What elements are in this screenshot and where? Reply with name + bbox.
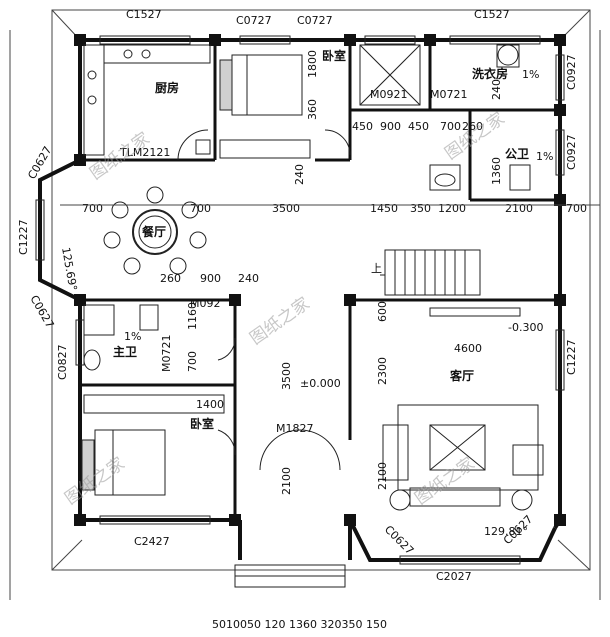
door-label-stair-2: M0721: [430, 88, 468, 101]
dim-a: 900: [380, 120, 401, 133]
staircase-main: [380, 249, 481, 296]
dining-table: [103, 186, 207, 275]
structural-columns: [74, 34, 566, 526]
dim-row-7: 2100: [505, 202, 533, 215]
room-living: 客厅: [449, 368, 474, 383]
dim-b: 450: [408, 120, 429, 133]
door-label-kitchen: TLM2121: [119, 146, 170, 159]
dim-q: 900: [200, 272, 221, 285]
level-living: -0.300: [508, 321, 543, 334]
dim-row-6: 1200: [438, 202, 466, 215]
level-entry: ±0.000: [300, 377, 341, 390]
dim-v: 700: [186, 351, 199, 372]
dim-row-4: 1450: [370, 202, 398, 215]
dim-k: 3500: [280, 362, 293, 390]
dim-n: 600: [376, 301, 389, 322]
dim-i: 4600: [454, 342, 482, 355]
dim-e: 240: [293, 164, 306, 185]
dim-f: 1800: [306, 50, 319, 78]
watermark-5: 图纸之家: [411, 454, 478, 509]
dim-u: 1160: [186, 302, 199, 330]
room-bedroom-bottom: 卧室: [190, 416, 214, 431]
dimension-frame: [9, 9, 601, 600]
bed-bottom: [81, 394, 225, 496]
bed-top: [219, 54, 311, 159]
slope-public-bath: 1%: [536, 150, 553, 163]
window-label-top-left: C1527: [126, 8, 162, 21]
door-label-bed-top: M092: [190, 297, 221, 310]
dim-row-5: 350: [410, 202, 431, 215]
dim-row-1: 700: [82, 202, 103, 215]
dim-r: 240: [238, 272, 259, 285]
window-label-top-mid-1: C0727: [236, 14, 272, 27]
window-label-right-1: C0927: [565, 54, 578, 90]
window-label-bay-left: C0627: [382, 523, 416, 557]
room-kitchen: 厨房: [155, 80, 179, 95]
slope-laundry: 1%: [522, 68, 539, 81]
entry-door: [234, 429, 346, 588]
dim-l: 2100: [280, 467, 293, 495]
windows: [35, 35, 565, 565]
dim-t: 125.69°: [59, 246, 79, 292]
window-label-right-3: C1227: [565, 339, 578, 375]
dim-o: 2100: [376, 462, 389, 490]
room-laundry: 洗衣房: [472, 66, 508, 81]
door-label-stair-1: M0921: [370, 88, 408, 101]
stairwell-top: [359, 44, 421, 106]
dim-g: 360: [306, 99, 319, 120]
door-swings: [177, 129, 351, 456]
master-bath-fixtures: [83, 304, 159, 371]
dim-w: 450: [352, 120, 373, 133]
watermark-3: 图纸之家: [246, 294, 313, 349]
dim-d: 260: [462, 120, 483, 133]
window-label-top-mid-2: C0727: [297, 14, 333, 27]
dim-bottom-string: 5010050 120 1360 320350 150: [212, 618, 387, 631]
window-label-right-2: C0927: [565, 134, 578, 170]
window-label-left-1: C1227: [17, 219, 30, 255]
living-furniture: [382, 307, 544, 511]
dim-row-8: 700: [566, 202, 587, 215]
room-bedroom-top: 卧室: [322, 48, 346, 63]
laundry-fixtures: [429, 44, 531, 191]
room-dining: 餐厅: [142, 224, 166, 239]
door-label-entry: M1827: [276, 422, 314, 435]
dim-row-2: 700: [190, 202, 211, 215]
room-public-bath: 公卫: [505, 147, 529, 161]
dim-row-3: 3500: [272, 202, 300, 215]
door-label-bath-2: M0721: [160, 335, 173, 373]
slope-master-bath: 1%: [124, 330, 141, 343]
interior-walls: [80, 40, 560, 520]
window-label-left-4: C0827: [56, 344, 69, 380]
dim-j: 2300: [376, 357, 389, 385]
dim-x: 240: [490, 79, 503, 100]
window-label-top-right: C1527: [474, 8, 510, 21]
dim-h: 1360: [490, 157, 503, 185]
window-label-bottom-left: C2427: [134, 535, 170, 548]
dim-c: 700: [440, 120, 461, 133]
window-label-bottom-mid: C2027: [436, 570, 472, 583]
dim-p: 260: [160, 272, 181, 285]
room-master-bath: 主卫: [113, 344, 137, 359]
watermark-2: 图纸之家: [441, 109, 508, 164]
kitchen-counter: [83, 44, 211, 156]
dim-m: 1400: [196, 398, 224, 411]
dim-s: 129.81°: [484, 525, 528, 538]
stair-up-label: 上: [371, 262, 382, 275]
